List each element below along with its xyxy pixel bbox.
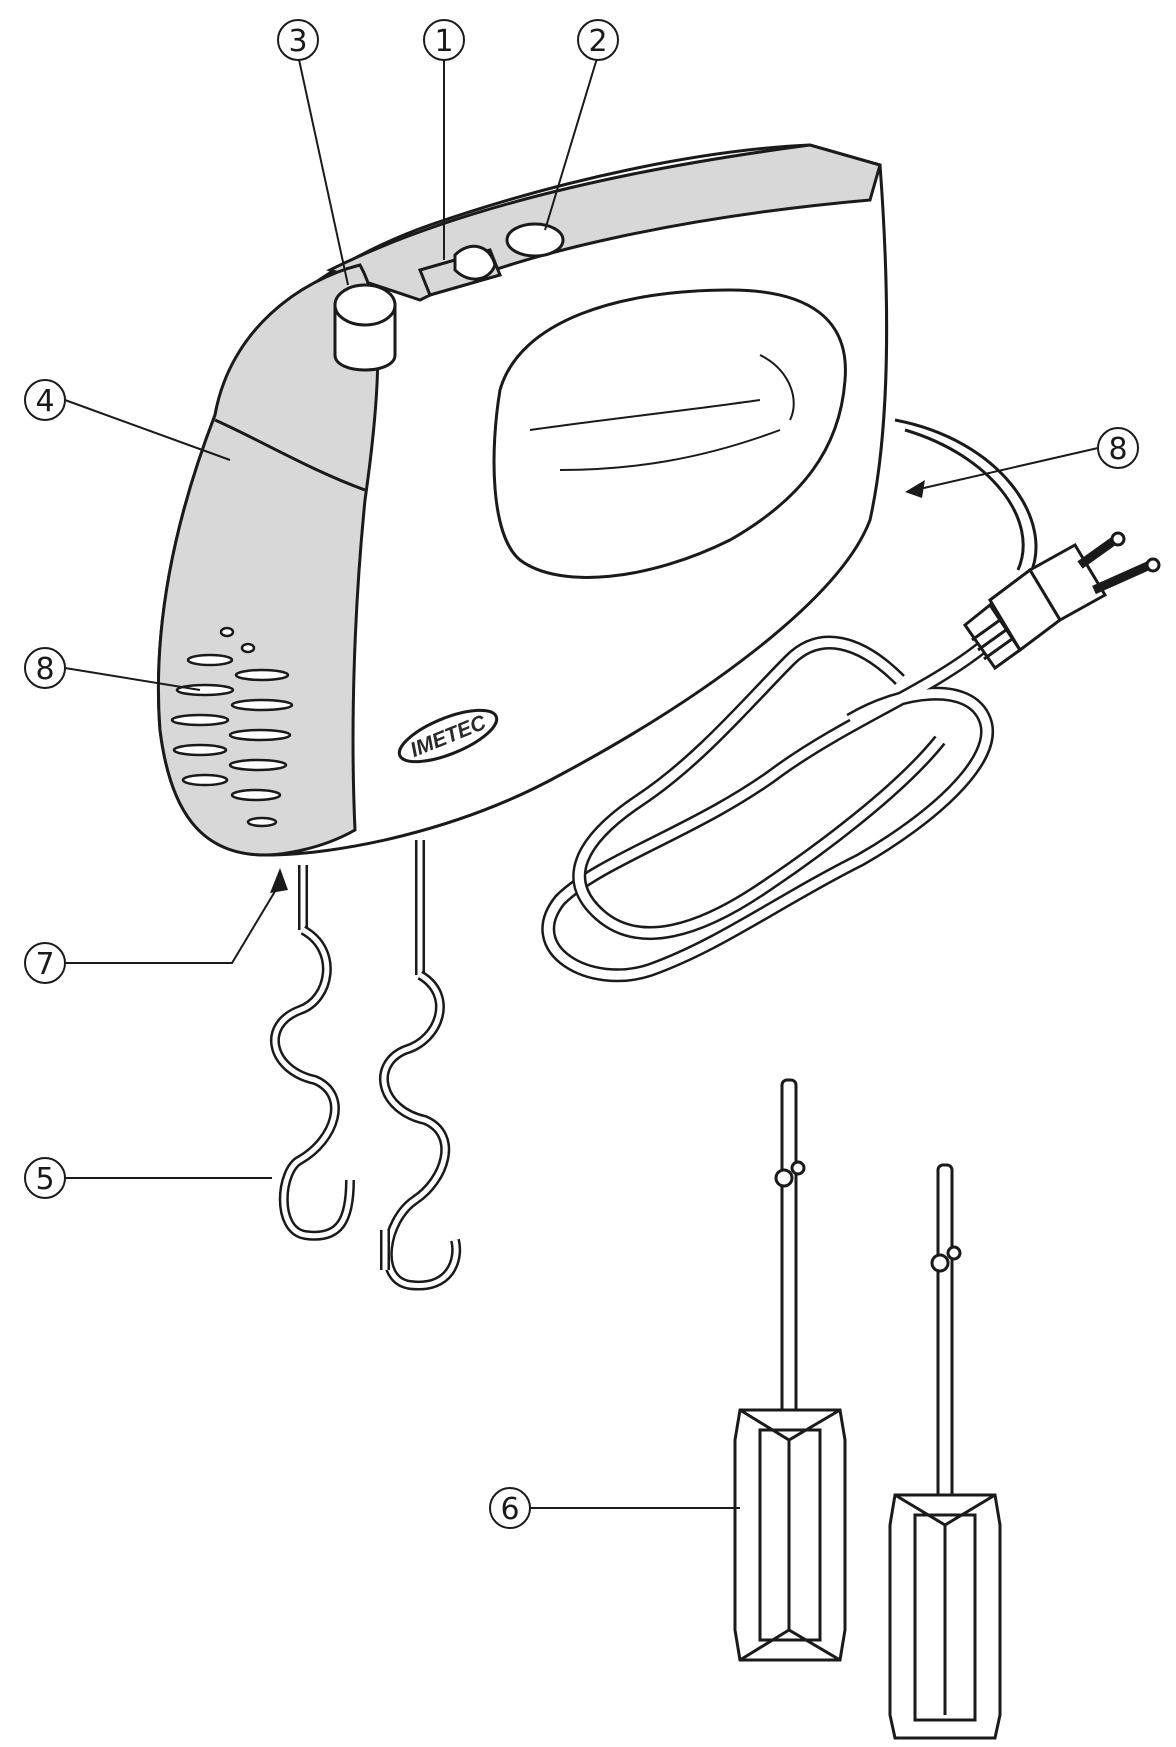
callout-number: 8 xyxy=(1108,432,1127,467)
callout-2: 2 xyxy=(577,19,619,61)
callout-number: 4 xyxy=(35,384,54,419)
beaters xyxy=(733,1078,1002,1740)
dough-hook-left xyxy=(269,865,355,1241)
callout-number: 2 xyxy=(588,24,607,59)
callout-number: 7 xyxy=(35,947,54,982)
callout-1: 1 xyxy=(423,19,465,61)
beater-right xyxy=(888,1163,1002,1740)
beater-eject-button xyxy=(505,222,565,258)
speed-selector-switch xyxy=(417,244,503,297)
power-plug xyxy=(962,531,1161,671)
callout-3: 3 xyxy=(277,19,319,61)
power-cord xyxy=(541,418,1038,983)
dough-hook-right xyxy=(378,840,462,1291)
callout-8-vents: 8 xyxy=(24,647,66,689)
callout-number: 1 xyxy=(434,24,453,59)
callout-number: 6 xyxy=(500,1492,519,1527)
callout-6: 6 xyxy=(489,1487,531,1529)
turbo-button xyxy=(333,283,397,372)
callout-4: 4 xyxy=(24,379,66,421)
callout-8-cord: 8 xyxy=(1097,427,1139,469)
callout-number: 8 xyxy=(35,652,54,687)
beater-left xyxy=(733,1078,847,1662)
callout-5: 5 xyxy=(24,1157,66,1199)
callout-number: 5 xyxy=(35,1162,54,1197)
callout-number: 3 xyxy=(288,24,307,59)
ventilation-slots xyxy=(170,626,294,828)
callout-7: 7 xyxy=(24,942,66,984)
leader-arrowheads xyxy=(270,480,925,893)
leader-lines xyxy=(64,54,1099,1509)
dough-hooks xyxy=(269,840,462,1291)
